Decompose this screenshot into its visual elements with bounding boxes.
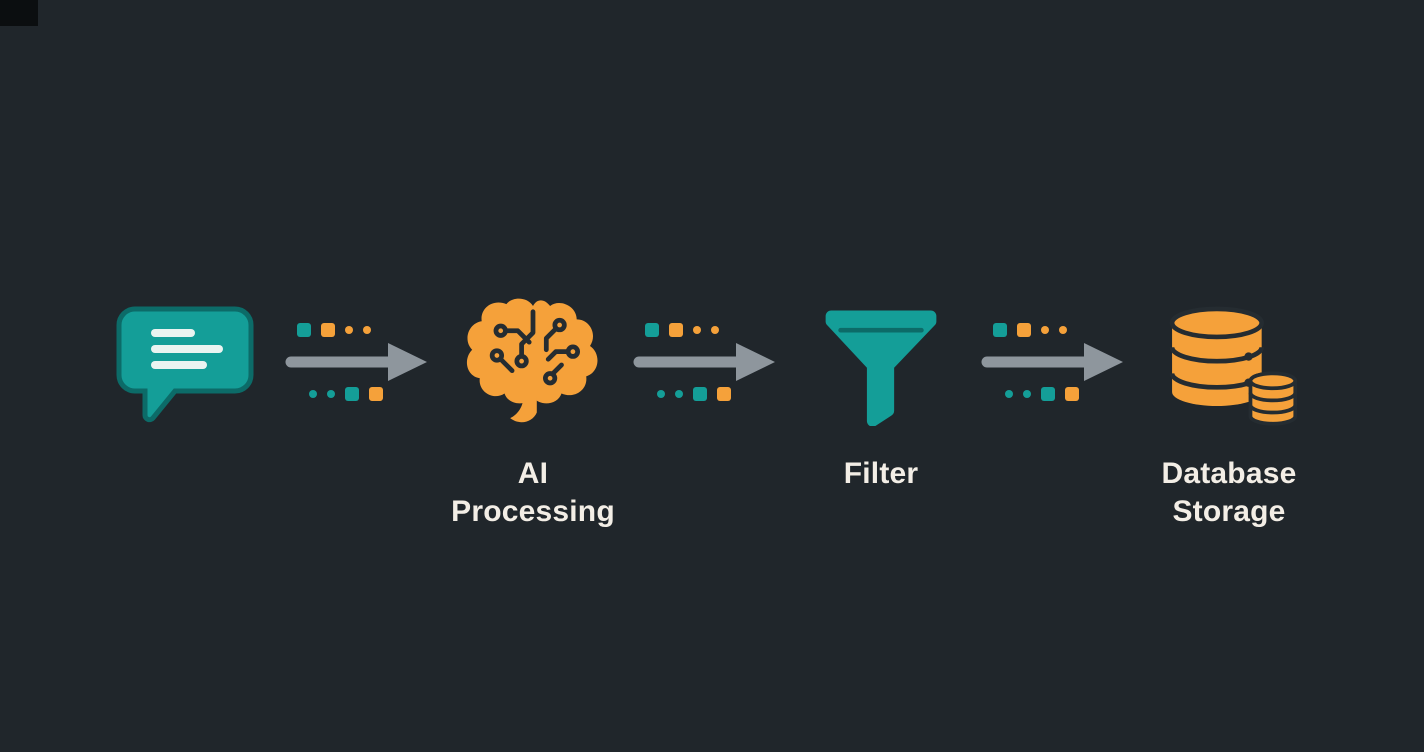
data-dots-top [981,322,1129,338]
teal-square-dot [693,387,707,401]
orange-circle-dot [363,326,371,334]
data-dots-bottom [285,386,433,402]
right-arrow-icon [981,343,1123,381]
orange-circle-dot [693,326,701,334]
brain-circuit-icon [457,276,609,451]
brain-circuit-svg [466,298,598,422]
teal-square-dot [993,323,1007,337]
data-flow-2 [633,276,781,402]
funnel-icon [820,276,942,451]
top-left-notch [0,0,38,26]
stage-label-filter: Filter [843,457,919,490]
teal-circle-dot [675,390,683,398]
teal-circle-dot [327,390,335,398]
orange-square-dot [669,323,683,337]
stage-filter: Filter [781,276,981,493]
teal-circle-dot [1005,390,1013,398]
chat-bubble-icon [115,276,255,451]
teal-circle-dot [1023,390,1031,398]
orange-square-dot [717,387,731,401]
data-dots-bottom [633,386,781,402]
data-flow-3 [981,276,1129,402]
data-dots-top [633,322,781,338]
chat-bubble-svg [116,306,254,422]
data-flow-1 [285,276,433,402]
stage-chat-input [85,276,285,451]
orange-circle-dot [345,326,353,334]
orange-square-dot [1065,387,1079,401]
teal-square-dot [645,323,659,337]
orange-square-dot [369,387,383,401]
database-svg [1169,306,1298,426]
teal-circle-dot [309,390,317,398]
right-arrow-icon [285,343,427,381]
stage-ai-processing: AI Processing [433,276,633,532]
funnel-svg [825,310,937,426]
orange-circle-dot [1041,326,1049,334]
data-dots-bottom [981,386,1129,402]
orange-circle-dot [711,326,719,334]
teal-circle-dot [657,390,665,398]
teal-square-dot [1041,387,1055,401]
teal-square-dot [345,387,359,401]
database-icon [1159,276,1299,451]
stage-label-ai-processing: AI Processing [451,457,615,529]
stage-database-storage: Database Storage [1129,276,1329,532]
pipeline-diagram: AI Processing Filter [85,0,1424,532]
orange-circle-dot [1059,326,1067,334]
teal-square-dot [297,323,311,337]
data-dots-top [285,322,433,338]
right-arrow-icon [633,343,775,381]
orange-square-dot [1017,323,1031,337]
stage-label-database-storage: Database Storage [1161,457,1297,529]
orange-square-dot [321,323,335,337]
